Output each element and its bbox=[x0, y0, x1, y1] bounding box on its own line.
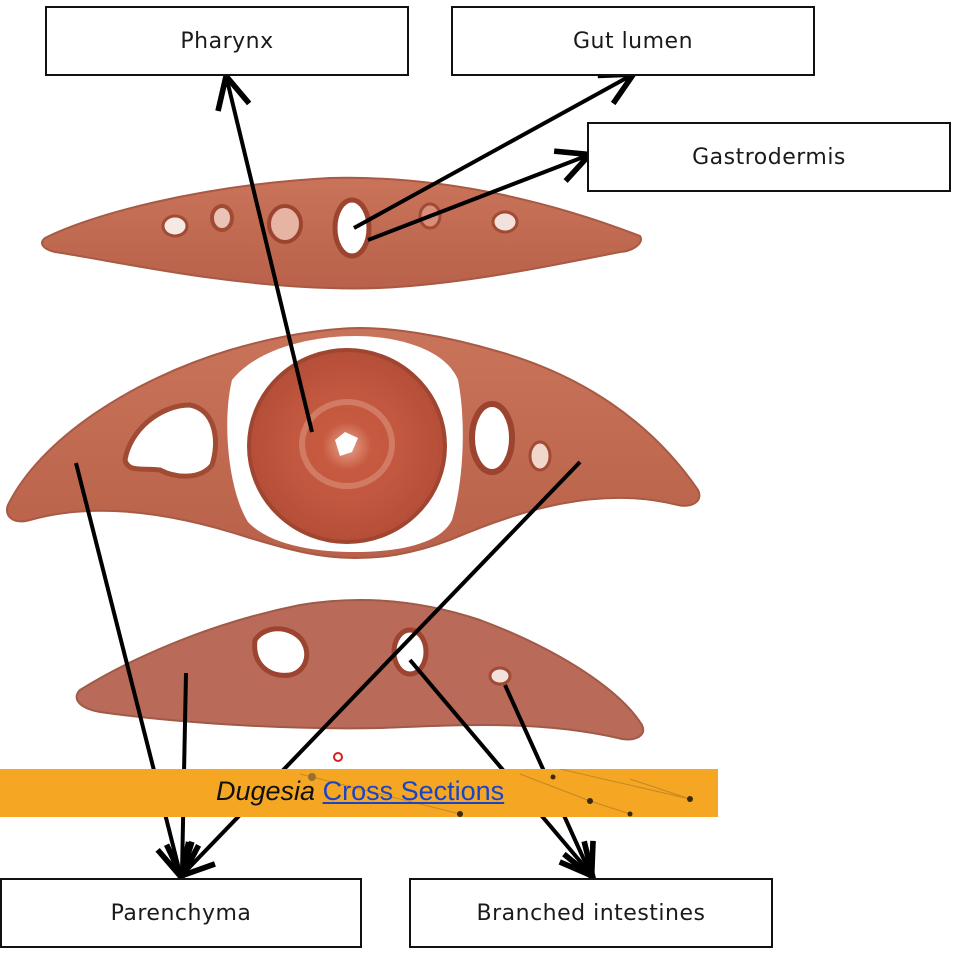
gut-branch-right bbox=[469, 401, 515, 475]
annotation-arrows bbox=[74, 76, 630, 873]
arrow-gut-lumen bbox=[353, 76, 630, 230]
cursor-marker bbox=[333, 752, 343, 762]
arrow-branched-1 bbox=[408, 658, 590, 873]
label-gastrodermis: Gastrodermis bbox=[587, 122, 951, 192]
banner-title: Dugesia Cross Sections bbox=[216, 776, 504, 807]
pharynx-lumen bbox=[335, 432, 358, 456]
gut-branch-bottom-3 bbox=[488, 666, 512, 686]
label-gut-lumen: Gut lumen bbox=[451, 6, 815, 76]
gut-branch-1 bbox=[161, 214, 189, 238]
gut-branch-3 bbox=[267, 204, 303, 244]
cross-section-middle bbox=[6, 326, 701, 560]
label-pharynx: Pharynx bbox=[45, 6, 409, 76]
gut-lumen-shape bbox=[332, 197, 372, 259]
gut-branch-left bbox=[122, 402, 218, 479]
gut-branch-bottom-2 bbox=[391, 627, 429, 677]
cross-sections-link[interactable]: Cross Sections bbox=[322, 776, 505, 806]
label-branched-intestines: Branched intestines bbox=[409, 878, 773, 948]
arrow-pharynx bbox=[227, 80, 314, 433]
cross-section-bottom bbox=[75, 599, 645, 741]
gut-branch-right-2 bbox=[528, 440, 552, 472]
gut-branch-2 bbox=[210, 204, 234, 232]
gut-branch-bottom-1 bbox=[252, 626, 310, 678]
label-parenchyma: Parenchyma bbox=[0, 878, 362, 948]
gut-branch-5 bbox=[491, 210, 519, 234]
arrow-gastrodermis bbox=[367, 156, 586, 242]
banner-network-decoration bbox=[299, 769, 693, 817]
cross-section-top bbox=[41, 176, 642, 290]
banner-genus: Dugesia bbox=[216, 776, 316, 806]
title-banner: Dugesia Cross Sections bbox=[0, 769, 718, 817]
